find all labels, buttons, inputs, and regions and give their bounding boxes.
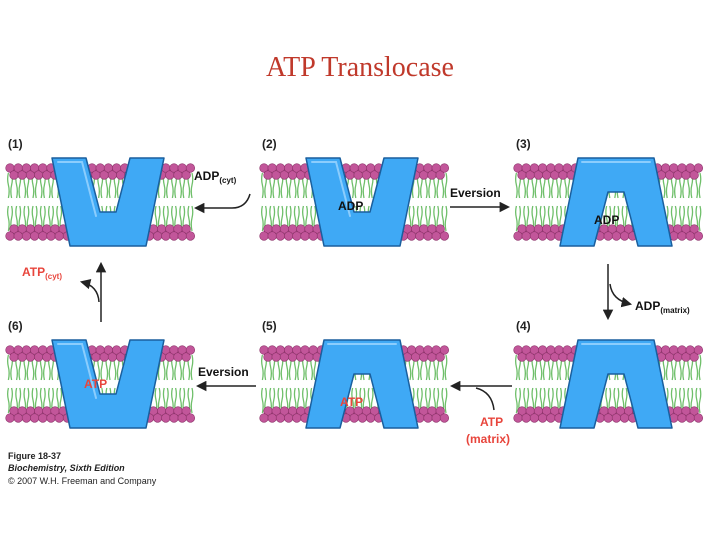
panel-label: (4) [516, 319, 531, 333]
panel-5: (5) ATP [259, 319, 449, 429]
bound-label: ADP [594, 213, 619, 227]
panel-4: (4) [513, 319, 703, 429]
translocase-protein [51, 157, 165, 247]
step-atp-cyt: ATP(cyt) [22, 261, 107, 322]
panel-label: (5) [262, 319, 277, 333]
atp-cyt-arrow [79, 278, 100, 303]
panel-label: (6) [8, 319, 23, 333]
bound-label: ATP [340, 395, 363, 409]
step-adp-cyt: ADP(cyt) [193, 169, 251, 214]
copyright: © 2007 W.H. Freeman and Company [8, 476, 157, 486]
atp-matrix-arrow [475, 387, 495, 411]
panel-3: (3) ADP [513, 137, 703, 247]
eversion-label: Eversion [198, 365, 249, 379]
step-adp-matrix: ADP(matrix) [602, 264, 690, 321]
atp-matrix-sub: (matrix) [466, 432, 510, 446]
panel-1: (1) [5, 137, 195, 247]
translocase-protein [559, 157, 673, 247]
adp-matrix-arrow [609, 283, 633, 308]
panel-label: (1) [8, 137, 23, 151]
panel-label: (2) [262, 137, 277, 151]
translocase-protein [305, 157, 419, 247]
panel-label: (3) [516, 137, 531, 151]
eversion-label: Eversion [450, 186, 501, 200]
adp-cyt-label: ADP(cyt) [194, 169, 237, 185]
panel-6: (6) ATP [5, 319, 195, 429]
panel-2: (2) ADP [259, 137, 449, 247]
step-eversion-bottom: Eversion [195, 365, 256, 392]
translocase-protein [51, 339, 165, 429]
figure-number: Figure 18-37 [8, 451, 62, 461]
book-title: Biochemistry, Sixth Edition [8, 463, 125, 473]
bound-label: ADP [338, 199, 363, 213]
adp-cyt-arrow [193, 193, 251, 214]
step-eversion-top: Eversion [450, 186, 511, 213]
translocase-protein [559, 339, 673, 429]
bound-label: ATP [84, 377, 107, 391]
atp-cyt-label: ATP(cyt) [22, 265, 62, 281]
page-title: ATP Translocase [266, 52, 454, 83]
step-atp-matrix: ATP (matrix) [449, 380, 512, 446]
adp-matrix-label: ADP(matrix) [635, 299, 690, 315]
atp-matrix-main: ATP [480, 415, 503, 429]
translocase-protein [305, 339, 419, 429]
